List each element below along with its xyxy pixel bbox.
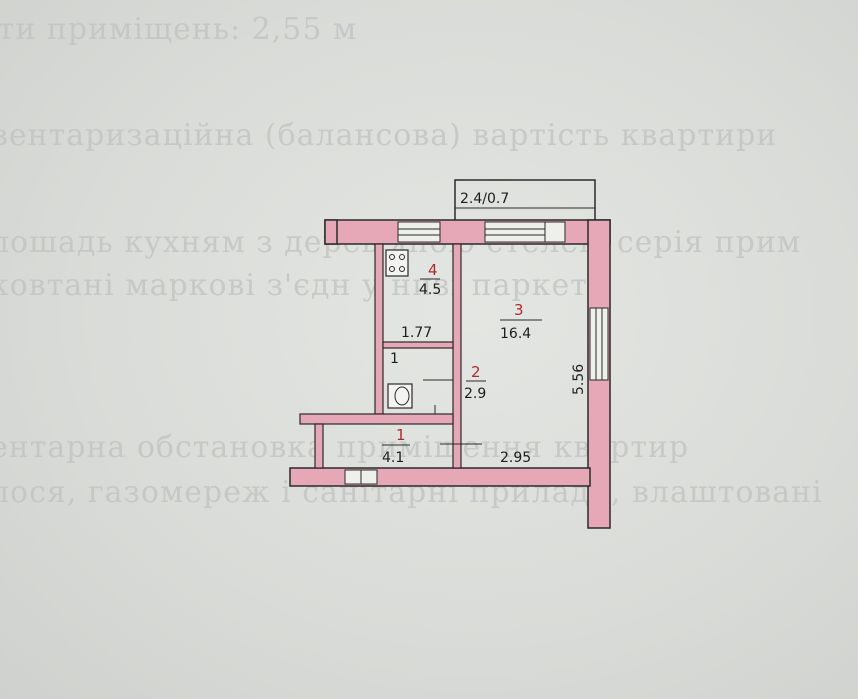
room-height-label: 5.56 [571,364,587,395]
interior-walls [299,243,462,469]
stove-icon [385,249,409,277]
ghost-text-line-1: сти приміщень: 2,55 м [0,12,358,47]
room-3-area: 16.4 [500,326,531,342]
room-2-number: 2 [471,363,481,381]
room-3-number: 3 [514,301,524,319]
ghost-text-line-5: ентарна обстановка приміщення квартир [0,430,690,465]
corridor-length-label: 2.95 [500,450,531,466]
room-1-area: 4.1 [382,450,404,466]
balcony-label: 2.4/0.7 [460,191,509,207]
dimension-ticks [423,379,482,468]
room-4-number: 4 [428,261,438,279]
ghost-text-line-4: ковтані маркові з'єдн у низі паркету [0,268,607,303]
toilet-icon [387,383,413,409]
kitchen-width-label: 1.77 [401,325,432,341]
balcony: 2.4/0.7 [454,179,596,223]
room-2-area: 2.9 [464,386,486,402]
exterior-walls [289,219,611,529]
room-1-number: 1 [396,426,406,444]
ghost-text-line-2: нвентаризаційна (балансова) вартість ква… [0,118,778,153]
top-windows [397,221,566,243]
right-window [589,307,609,381]
entry-door [344,469,378,485]
room-4-area: 4.5 [419,282,441,298]
toilet-label: 1 [390,351,399,367]
